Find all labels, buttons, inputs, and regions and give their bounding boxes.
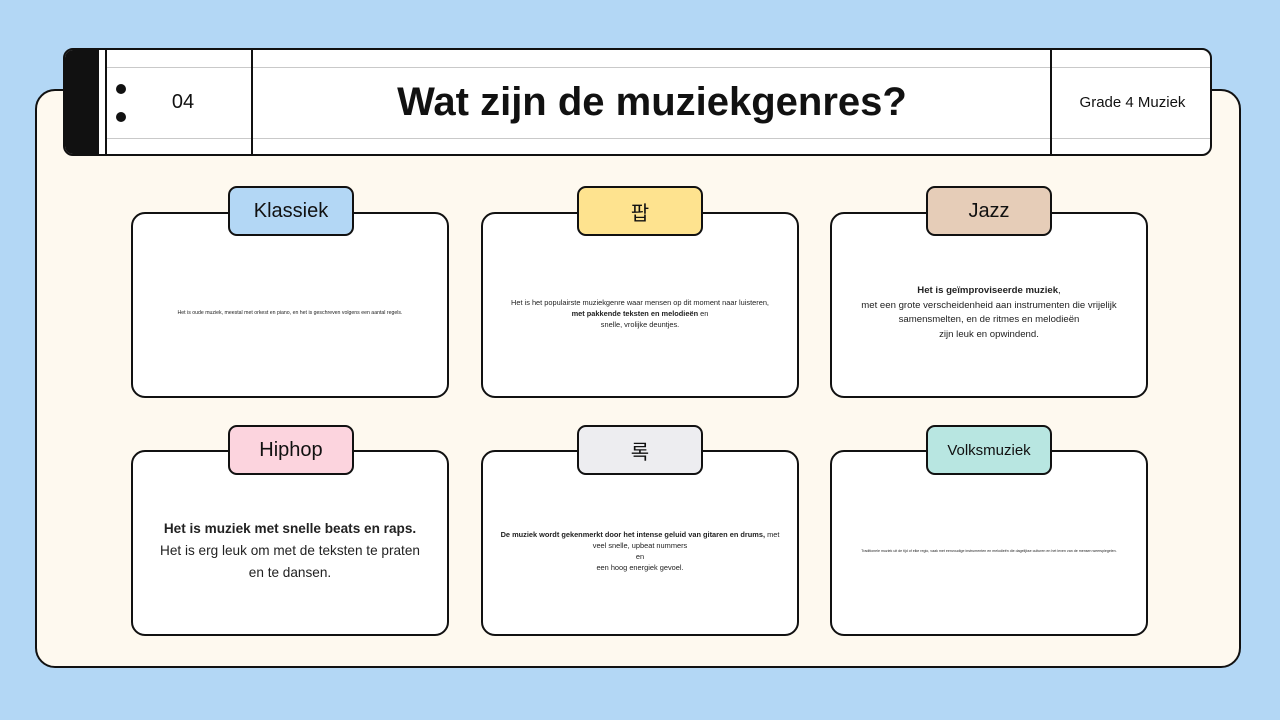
genre-description-line: en te dansen. (248, 565, 332, 580)
card-body: De muziek wordt gekenmerkt door het inte… (497, 482, 783, 620)
genre-description-text: en (698, 308, 709, 318)
genre-highlight: Het is muziek met snelle beats en raps. (163, 521, 417, 536)
genre-tab-pop: 팝 (577, 186, 703, 236)
punch-hole-icon (116, 84, 126, 94)
binding-stripe (105, 50, 107, 154)
genre-description-text: met (765, 530, 780, 539)
genre-tab-rock: 록 (577, 425, 703, 475)
genre-card-pop: Het is het populairste muziekgenre waar … (481, 212, 799, 398)
page-number: 04 (171, 90, 195, 113)
genre-description-line: veel snelle, upbeat nummers (592, 541, 688, 550)
notebook-binding (65, 50, 99, 154)
genre-tab-hiphop: Hiphop (228, 425, 354, 475)
genre-description-line: een hoog energiek gevoel. (596, 563, 684, 572)
genre-description-line: samensmelten, en de ritmes en melodieën (898, 314, 1080, 325)
genre-description-line: met een grote verscheidenheid aan instru… (861, 299, 1117, 311)
genre-description-line: Het is het populairste muziekgenre waar … (511, 297, 769, 307)
genre-card-volksmuziek: Traditionele muziek uit de tijd of elke … (830, 450, 1148, 636)
genre-card-klassiek: Het is oude muziek, meestal met orkest e… (131, 212, 449, 398)
header-divider (1050, 50, 1052, 154)
card-body: Het is het populairste muziekgenre waar … (497, 244, 783, 382)
ruled-line (107, 138, 1210, 139)
genre-description-line: snelle, vrolijke deuntjes. (600, 319, 680, 329)
card-body: Traditionele muziek uit de tijd of elke … (846, 482, 1132, 620)
genre-tab-volksmuziek: Volksmuziek (926, 425, 1052, 475)
genre-description-line: De muziek wordt gekenmerkt door het inte… (501, 529, 780, 540)
card-body: Het is muziek met snelle beats en raps. … (147, 482, 433, 620)
genre-description: Traditionele muziek uit de tijd of elke … (861, 549, 1117, 553)
punch-hole-icon (116, 112, 126, 122)
genre-card-jazz: Het is geïmproviseerde muziek, met een g… (830, 212, 1148, 398)
genre-description-line: en (635, 552, 645, 561)
genre-description-line: Het is erg leuk om met de teksten te pra… (160, 543, 420, 558)
genre-card-hiphop: Het is muziek met snelle beats en raps. … (131, 450, 449, 636)
page-title: Wat zijn de muziekgenres? (397, 79, 907, 124)
genre-description-line: zijn leuk en opwindend. (939, 328, 1039, 340)
genre-highlight: Het is geïmproviseerde muziek (917, 285, 1059, 296)
ruled-line (107, 67, 1210, 68)
slide-header: 04 Wat zijn de muziekgenres? Grade 4 Muz… (63, 48, 1212, 156)
genre-description-line: met pakkende teksten en melodieën en (572, 308, 709, 319)
genre-description-text: , (1058, 285, 1061, 296)
genre-description-line: Het is geïmproviseerde muziek, (917, 284, 1060, 299)
genre-highlight: met pakkende teksten en melodieën (571, 308, 699, 318)
genre-tab-klassiek: Klassiek (228, 186, 354, 236)
genre-description-line: Het is muziek met snelle beats en raps. (164, 518, 416, 540)
card-body: Het is oude muziek, meestal met orkest e… (147, 244, 433, 382)
genre-tab-jazz: Jazz (926, 186, 1052, 236)
card-body: Het is geïmproviseerde muziek, met een g… (846, 244, 1132, 382)
genre-description: Het is oude muziek, meestal met orkest e… (177, 309, 403, 316)
genre-highlight: De muziek wordt gekenmerkt door het inte… (500, 530, 766, 539)
genre-card-rock: De muziek wordt gekenmerkt door het inte… (481, 450, 799, 636)
grade-label: Grade 4 Muziek (1079, 93, 1186, 111)
header-divider (251, 50, 253, 154)
